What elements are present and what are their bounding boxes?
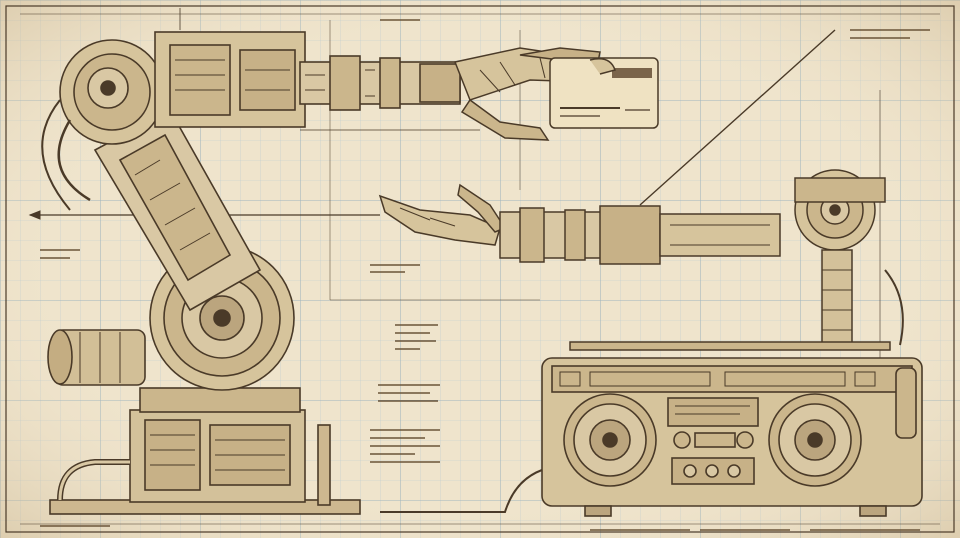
second-robotic-arm: [378, 169, 904, 351]
industrial-robot-arm: [41, 31, 461, 515]
annotation-blocks: [40, 19, 930, 531]
boombox: [380, 357, 923, 517]
frame-lines: [5, 5, 955, 533]
upper-robotic-hand-holding-card: [453, 47, 659, 141]
